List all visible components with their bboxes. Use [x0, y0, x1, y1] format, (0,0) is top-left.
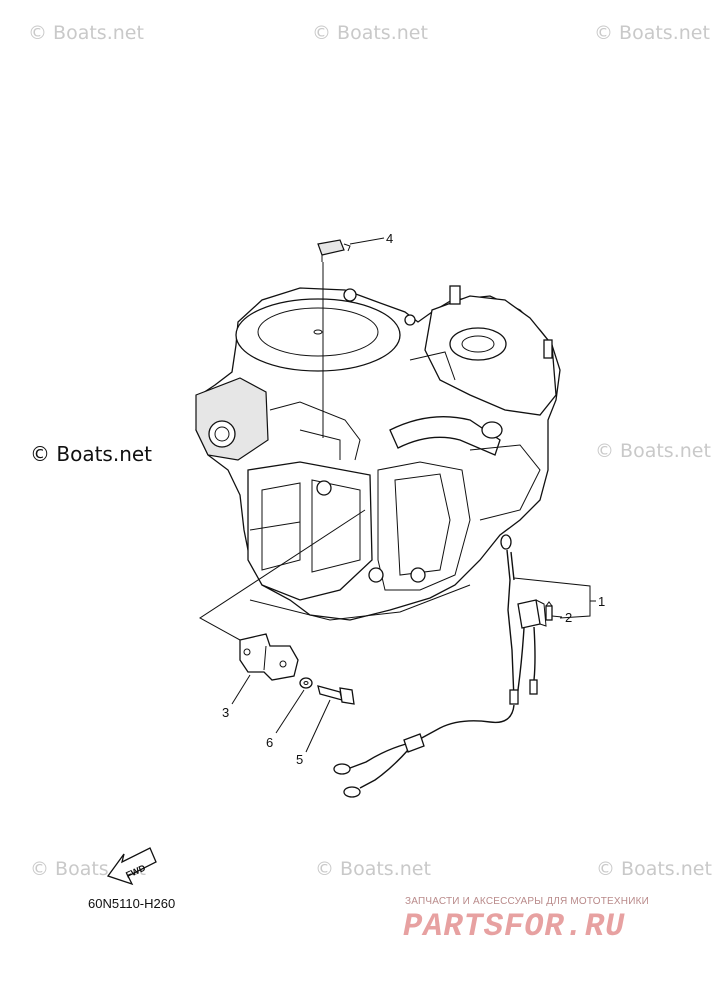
part-3-bracket: [199, 509, 366, 705]
callout-1: 1: [598, 594, 606, 609]
fwd-arrow-icon: [106, 847, 157, 886]
callout-2: 2: [565, 610, 573, 625]
brand-logo: PARTSFOR.RU: [403, 908, 626, 945]
callout-3: 3: [222, 705, 230, 720]
part-2-fuse: [545, 601, 563, 621]
watermark: © Boats.net: [28, 22, 144, 44]
engine-block-illustration: [195, 285, 561, 621]
part-1-wire-harness: [333, 534, 596, 798]
watermark: © Boats.net: [596, 858, 712, 880]
part-5-bolt: [305, 685, 355, 753]
callout-5: 5: [296, 752, 304, 767]
callout-6: 6: [266, 735, 274, 750]
watermark: © Boats.net: [594, 22, 710, 44]
watermark: © Boats.net: [315, 858, 431, 880]
watermark: © Boats.net: [312, 22, 428, 44]
brand-tagline: ЗАПЧАСТИ И АКСЕССУАРЫ ДЛЯ МОТОТЕХНИКИ: [405, 896, 650, 907]
watermark: © Boats.net: [30, 442, 153, 466]
part-4-sensor: [317, 237, 385, 438]
diagram-code: 60N5110-H260: [88, 896, 176, 911]
callout-4: 4: [386, 231, 394, 246]
part-6-washer: [275, 677, 313, 734]
watermark: © Boats.net: [595, 440, 711, 462]
